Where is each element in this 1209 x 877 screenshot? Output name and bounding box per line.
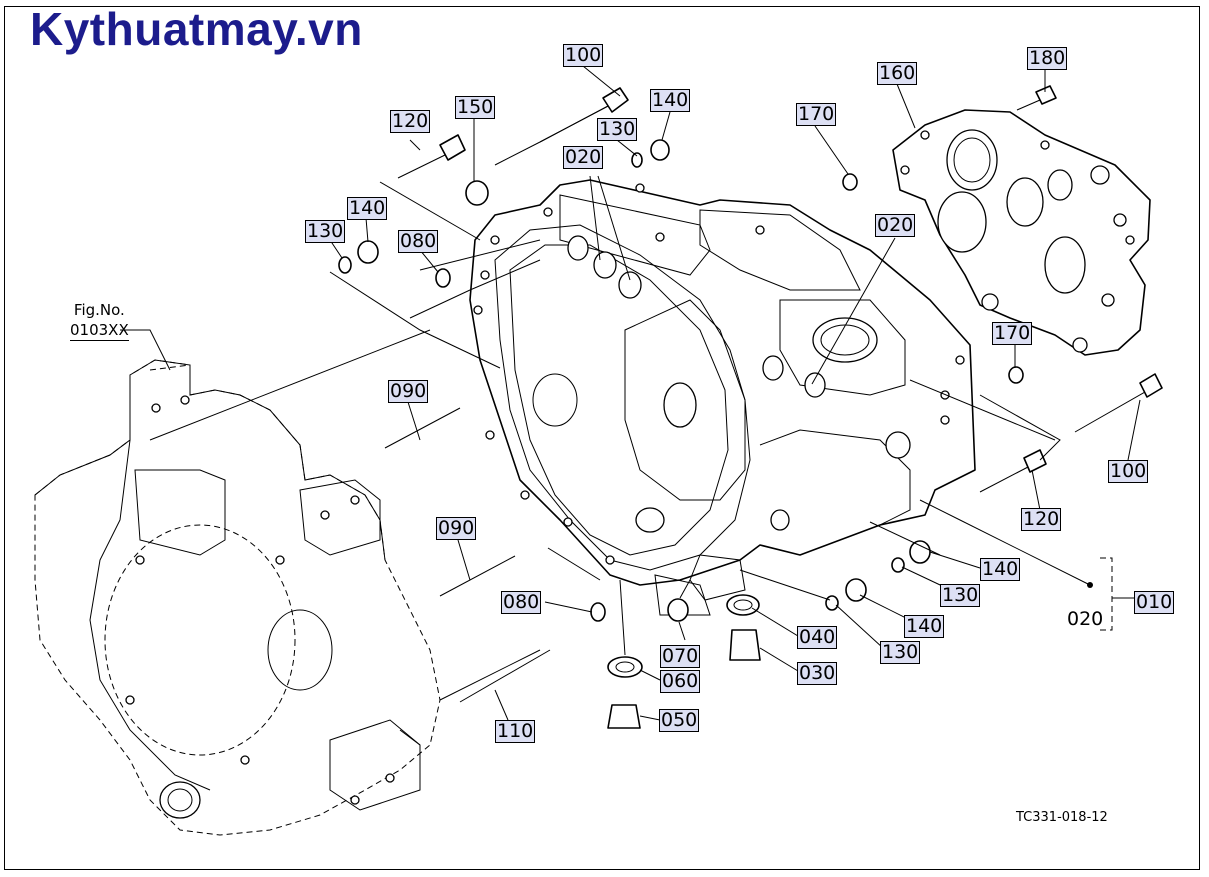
- part-label-110: 110: [495, 720, 536, 743]
- part-label-130-right-b: 130: [880, 641, 921, 664]
- part-label-180: 180: [1027, 47, 1068, 70]
- part-label-020-group: 020: [1067, 608, 1104, 630]
- part-label-030: 030: [797, 662, 838, 685]
- stud-090-upper: [384, 407, 461, 449]
- part-label-100-upper: 100: [563, 44, 604, 67]
- leader-lines: [120, 65, 1141, 746]
- part-label-080-lower: 080: [501, 591, 542, 614]
- part-label-130-left: 130: [305, 220, 346, 243]
- transmission-case: [469, 179, 976, 616]
- stud-090-lower: [439, 555, 516, 597]
- part-label-170-upper: 170: [796, 103, 837, 126]
- part-label-020-right: 020: [875, 214, 916, 237]
- part-label-050: 050: [659, 709, 700, 732]
- housing-cover-plate: [892, 109, 1151, 356]
- figure-reference-number: 0103XX: [70, 321, 129, 341]
- bolt-100-lower: [1074, 373, 1163, 433]
- part-label-140-right-a: 140: [980, 558, 1021, 581]
- part-label-120-lower: 120: [1021, 508, 1062, 531]
- dowel-pins: [435, 173, 1024, 622]
- bolt-180: [1016, 85, 1057, 111]
- part-label-080-upper: 080: [398, 230, 439, 253]
- part-label-040: 040: [797, 626, 838, 649]
- part-label-130-top: 130: [597, 118, 638, 141]
- part-label-010: 010: [1134, 591, 1175, 614]
- part-label-140-top: 140: [650, 89, 691, 112]
- part-label-140-left: 140: [347, 197, 388, 220]
- stud-110: [459, 649, 551, 703]
- figure-reference-label: Fig.No.: [73, 301, 125, 319]
- part-label-170-lower: 170: [992, 322, 1033, 345]
- part-label-130-right-a: 130: [940, 584, 981, 607]
- site-title: Kythuatmay.vn: [30, 3, 363, 55]
- part-label-160: 160: [877, 62, 918, 85]
- bolt-120-lower: [979, 449, 1047, 493]
- part-label-140-right-b: 140: [904, 615, 945, 638]
- part-label-120-upper: 120: [390, 110, 431, 133]
- part-label-060: 060: [660, 670, 701, 693]
- flywheel-housing-outline: [34, 359, 441, 836]
- bolt-120-upper: [397, 134, 466, 179]
- figure-reference: Fig.No. 0103XX: [70, 300, 129, 341]
- part-label-090-upper: 090: [388, 380, 429, 403]
- drawing-frame: [4, 6, 1200, 870]
- part-label-090-lower: 090: [436, 517, 477, 540]
- part-label-070: 070: [660, 645, 701, 668]
- part-label-020-top: 020: [563, 146, 604, 169]
- part-label-150: 150: [455, 96, 496, 119]
- drain-plugs: [607, 594, 761, 729]
- bushing-150: [465, 180, 489, 206]
- part-label-100-lower: 100: [1108, 460, 1149, 483]
- group-bracket: [1087, 557, 1135, 631]
- drawing-code: TC331-018-12: [1016, 810, 1108, 825]
